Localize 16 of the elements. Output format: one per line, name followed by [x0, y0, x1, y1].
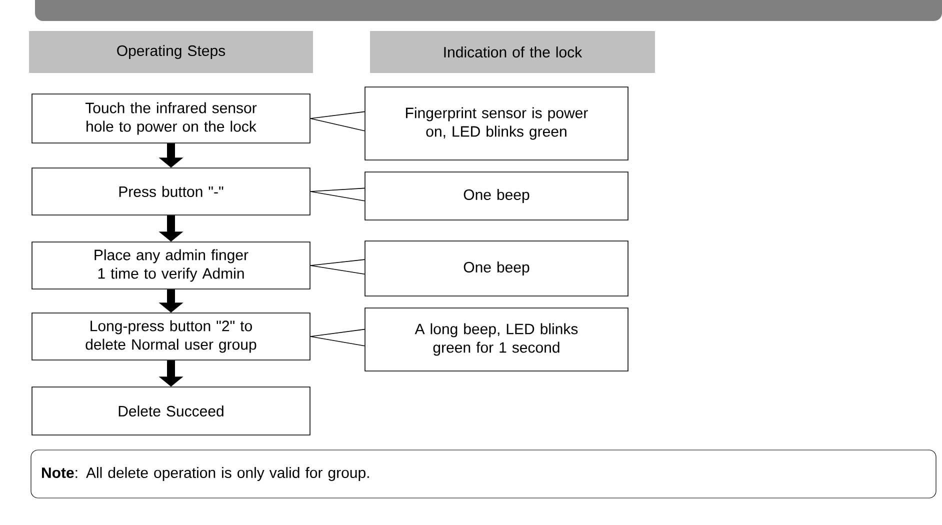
callout-pointer — [310, 328, 365, 346]
callout-box: One beep — [364, 240, 628, 296]
column-header: Operating Steps — [29, 31, 313, 73]
callout-box: Fingerprint sensor is power on, LED blinks green — [364, 86, 628, 160]
step-box: Touch the infrared sensor hole to power on the lock — [32, 94, 310, 144]
step-box: Delete Succeed — [32, 386, 310, 436]
callout-box: One beep — [364, 172, 628, 220]
callout-pointer — [310, 259, 365, 274]
step-box: Press button "-" — [32, 168, 310, 216]
callout-box: A long beep, LED blinks green for 1 second — [364, 308, 628, 372]
note-box: Note: All delete operation is only valid for group. — [30, 450, 936, 498]
step-box: Place any admin finger 1 time to verify Admin — [32, 242, 310, 290]
callout-pointer — [310, 111, 365, 132]
callout-pointer — [310, 188, 365, 202]
step-box: Long-press button "2" to delete Normal user group — [32, 312, 310, 360]
column-header: Indication of the lock — [370, 31, 655, 73]
